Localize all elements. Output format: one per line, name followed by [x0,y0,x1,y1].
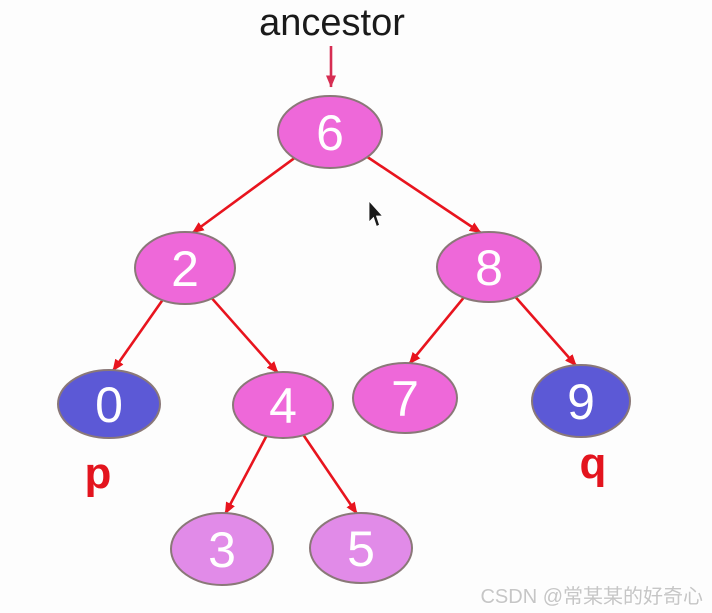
tree-node-8: 8 [436,231,542,303]
tree-node-5: 5 [309,512,413,584]
page-title: ancestor [259,2,405,44]
edge-6-2 [191,157,296,235]
edge-8-9 [514,296,578,367]
node-ellipse-6 [277,95,383,169]
edge-2-4 [210,297,280,374]
tree-node-6: 6 [277,95,383,169]
tree-node-7: 7 [352,362,458,434]
node-ellipse-7 [352,362,458,434]
node-label-4: 4 [269,378,297,434]
node-label-8: 8 [475,240,503,296]
edge-8-7 [408,296,465,365]
pointer-label-q: q [580,439,607,488]
node-ellipse-2 [134,231,236,305]
node-ellipse-0 [57,369,161,439]
edge-4-5 [302,434,359,515]
edge-6-8 [366,155,482,235]
node-label-5: 5 [347,521,375,577]
tree-node-4: 4 [232,371,334,439]
node-label-3: 3 [208,522,236,578]
pointer-label-p: p [85,449,112,498]
tree-node-3: 3 [170,512,274,586]
mouse-cursor-icon [368,199,384,228]
node-ellipse-8 [436,231,542,303]
node-label-0: 0 [95,377,123,433]
node-label-6: 6 [316,105,344,161]
tree-node-0: 0 [57,369,161,439]
node-ellipse-9 [531,364,631,438]
node-ellipse-5 [309,512,413,584]
tree-node-2: 2 [134,231,236,305]
watermark: CSDN @常某某的好奇心 [480,586,703,608]
node-label-2: 2 [171,241,199,297]
edge-2-0 [111,299,164,372]
node-ellipse-3 [170,512,274,586]
tree-node-9: 9 [531,364,631,438]
edge-4-3 [223,435,268,515]
node-label-7: 7 [391,371,419,427]
node-ellipse-4 [232,371,334,439]
node-label-9: 9 [567,374,595,430]
